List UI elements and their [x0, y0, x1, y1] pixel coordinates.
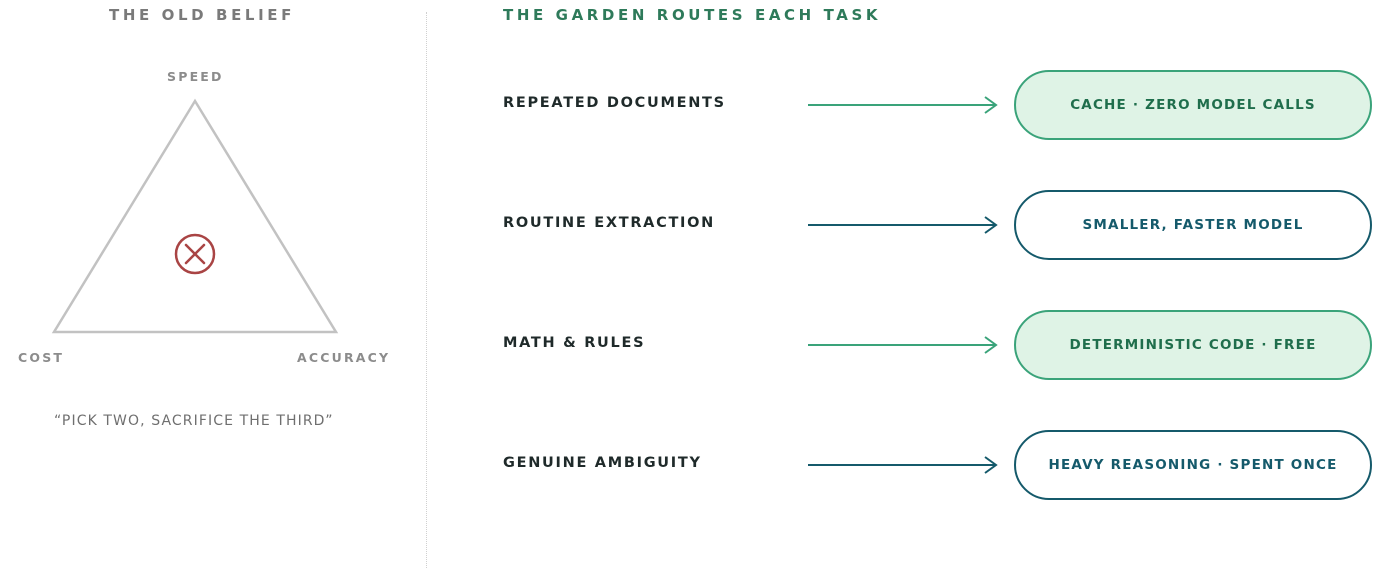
route-destination-pill: SMALLER, FASTER MODEL — [1014, 190, 1372, 260]
route-arrow-icon — [808, 216, 998, 234]
route-destination-label: CACHE · ZERO MODEL CALLS — [1070, 97, 1316, 113]
route-destination-label: DETERMINISTIC CODE · FREE — [1069, 337, 1317, 353]
vertex-cost-label: COST — [18, 350, 65, 365]
route-arrow-icon — [808, 456, 998, 474]
route-task-label: ROUTINE EXTRACTION — [503, 215, 715, 231]
route-task-label: MATH & RULES — [503, 335, 646, 351]
tradeoff-triangle — [51, 98, 339, 334]
route-arrow-icon — [808, 336, 998, 354]
vertex-speed-label: SPEED — [167, 69, 224, 84]
vertex-accuracy-label: ACCURACY — [297, 350, 391, 365]
panel-divider — [426, 12, 427, 568]
route-task-label: REPEATED DOCUMENTS — [503, 95, 726, 111]
route-destination-pill: HEAVY REASONING · SPENT ONCE — [1014, 430, 1372, 500]
belief-quote: “PICK TWO, SACRIFICE THE THIRD” — [54, 413, 334, 429]
route-task-label: GENUINE AMBIGUITY — [503, 455, 702, 471]
route-destination-pill: CACHE · ZERO MODEL CALLS — [1014, 70, 1372, 140]
garden-routes-title: THE GARDEN ROUTES EACH TASK — [503, 6, 882, 24]
route-arrow-icon — [808, 96, 998, 114]
route-destination-label: SMALLER, FASTER MODEL — [1082, 217, 1304, 233]
route-destination-pill: DETERMINISTIC CODE · FREE — [1014, 310, 1372, 380]
x-circle-icon — [174, 233, 216, 275]
old-belief-title: THE OLD BELIEF — [109, 6, 295, 24]
route-destination-label: HEAVY REASONING · SPENT ONCE — [1048, 457, 1338, 473]
